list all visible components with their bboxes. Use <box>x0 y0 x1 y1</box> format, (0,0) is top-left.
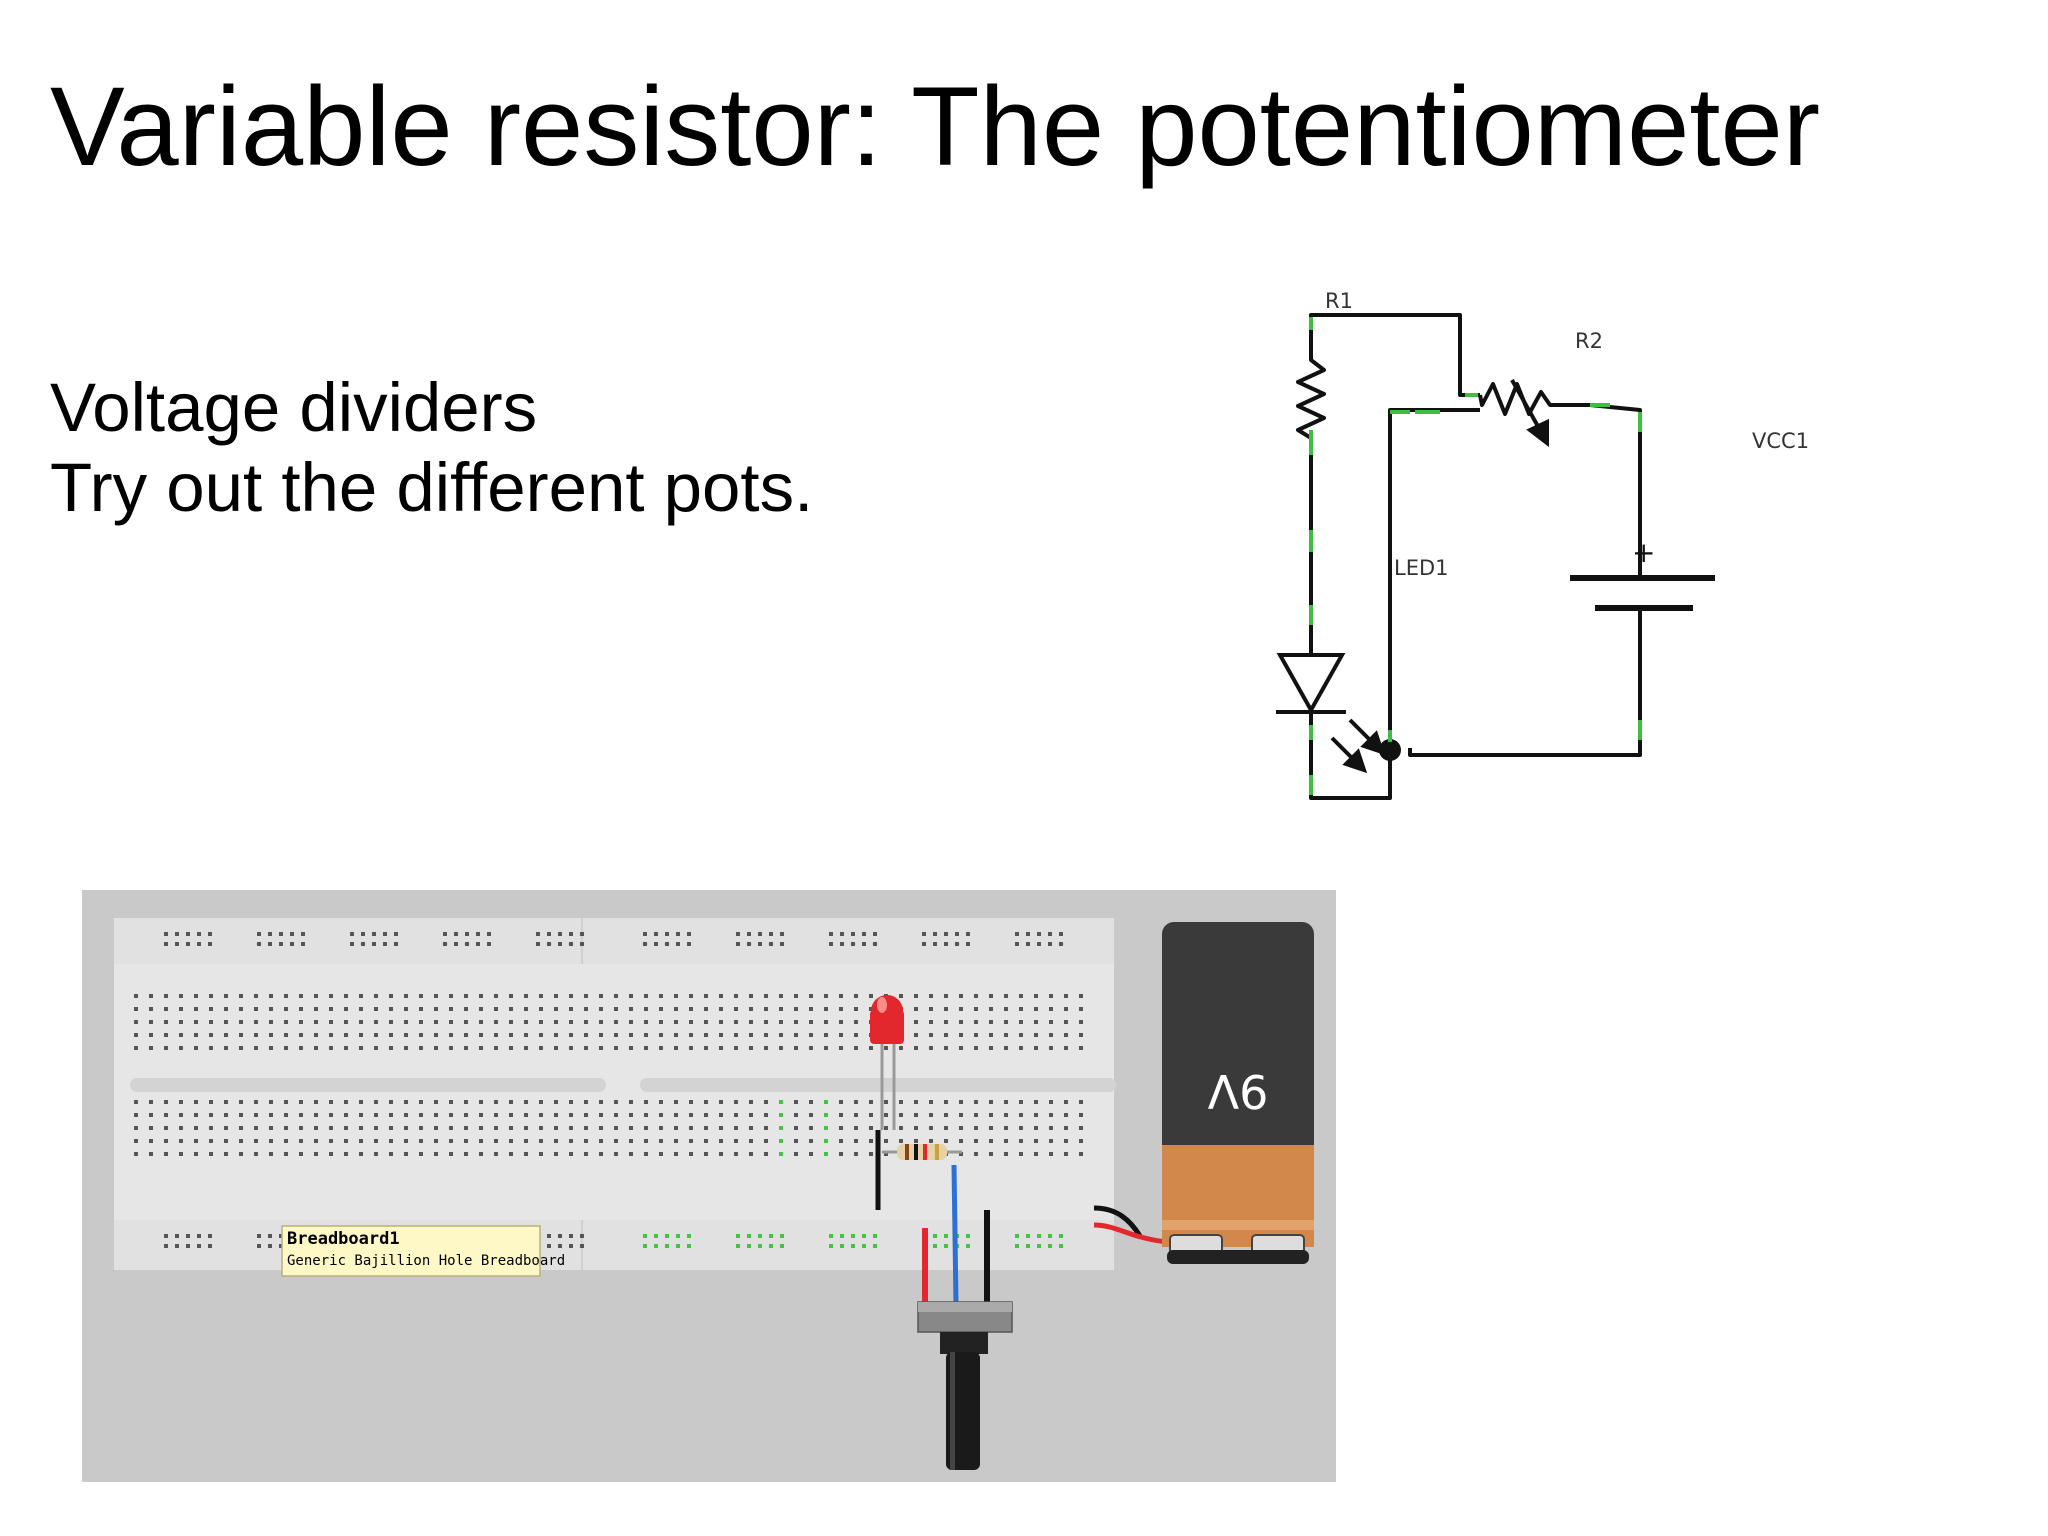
wire-blue-pot <box>951 1164 959 1306</box>
label-vcc1: VCC1 <box>1752 429 1809 453</box>
wire-red-battery <box>1093 1222 1168 1245</box>
tooltip-title: Breadboard1 <box>287 1229 400 1249</box>
potentiometer-r2-symbol <box>1478 382 1642 505</box>
resistor <box>882 1144 962 1160</box>
led-diode-triangle <box>1276 653 1346 715</box>
wire-battery-bottom <box>1408 610 1642 757</box>
slide-title: Variable resistor: The potentiometer <box>50 64 1821 189</box>
battery-plus-sign: + <box>1632 536 1655 569</box>
breadboard-body <box>114 918 1114 1270</box>
battery-9v: 9V <box>1162 922 1314 1264</box>
breadboard-view: Breadboard1 Generic Bajillion Hole Bread… <box>82 890 1336 1482</box>
tooltip-subtitle: Generic Bajillion Hole Breadboard <box>287 1253 565 1269</box>
wire-black-battery <box>1093 1205 1143 1238</box>
body-line-voltage-dividers: Voltage dividers <box>50 369 538 446</box>
wire-top <box>1309 313 1480 397</box>
red-led <box>870 995 904 1130</box>
breadboard-holes <box>134 932 1083 1248</box>
label-r2: R2 <box>1575 329 1603 353</box>
body-line-try-pots: Try out the different pots. <box>50 449 814 526</box>
battery-label: 9V <box>1207 1064 1268 1118</box>
wire-led-return <box>1309 710 1392 800</box>
label-r1: R1 <box>1325 289 1353 313</box>
circuit-schematic: + R1 R2 VCC1 LED1 <box>1276 289 1809 800</box>
junction-dot <box>1379 739 1401 761</box>
label-led1: LED1 <box>1394 556 1449 580</box>
resistor-r1-symbol <box>1296 335 1326 465</box>
potentiometer <box>917 1301 1013 1470</box>
breadboard-tooltip: Breadboard1 Generic Bajillion Hole Bread… <box>281 1225 565 1277</box>
slide-body: Voltage dividers Try out the different p… <box>50 368 813 528</box>
